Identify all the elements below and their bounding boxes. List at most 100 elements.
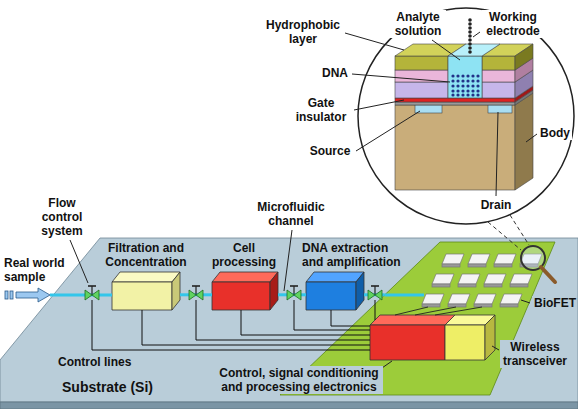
box-label-holder: DNA extraction and amplification	[302, 241, 410, 269]
electronics-box-face	[370, 315, 455, 325]
biofet-cross-section-part	[395, 102, 515, 105]
working-electrode-part	[468, 22, 472, 26]
biofet-cross-section-part	[448, 44, 500, 56]
biofet-cross-section-part	[515, 93, 533, 190]
valve-symbol-part	[192, 285, 200, 287]
transceiver-box-face	[485, 315, 495, 360]
filtration-box-face	[112, 282, 172, 310]
dna-strands-part	[456, 89, 459, 92]
inset-callout-part	[358, 8, 574, 224]
substrate-slab: Substrate (Si) Filtration and Concentrati…	[0, 238, 578, 409]
part-label-holder: Gate insulator	[290, 96, 352, 124]
part-label-holder: Body	[538, 126, 572, 140]
cell-processing-box-face	[270, 272, 278, 310]
biofet-cross-section-part	[395, 56, 448, 70]
filtration-box-outline	[112, 272, 180, 310]
dna-strands-part	[451, 74, 454, 77]
electronics-box-outline	[370, 315, 455, 360]
dna-strands-part	[476, 93, 479, 96]
dna-strands-part	[476, 74, 479, 77]
leader-line-part	[352, 74, 450, 82]
sensor-chip-part	[510, 284, 528, 287]
valve-symbol-part	[293, 286, 294, 295]
dna-strands-part	[461, 79, 464, 82]
leader-line-part	[473, 32, 480, 37]
part-label: Source	[306, 144, 354, 158]
board-channel-part	[385, 294, 424, 297]
leader-line-part	[432, 40, 460, 60]
cell-processing-box-face	[212, 272, 278, 282]
part-label-holder: Working electrode	[482, 10, 544, 38]
dna-strands-part	[461, 93, 464, 96]
part-label: Drain	[478, 198, 514, 212]
sensor-chip-part	[494, 264, 512, 267]
control-lines-part	[375, 300, 376, 320]
box-label-holder: Wireless transceiver	[500, 340, 570, 368]
sensor-chip-part	[500, 294, 522, 304]
box-label: Control, signal conditioning and process…	[215, 366, 383, 394]
sensor-chip-part	[442, 264, 460, 267]
dna-strands-part	[461, 89, 464, 92]
valve-symbol-part	[371, 285, 379, 287]
box-label: DNA extraction and amplification	[302, 241, 410, 269]
box-label-holder: BioFET	[532, 296, 576, 310]
leader-line-part	[496, 112, 498, 196]
dna-strands-part	[456, 84, 459, 87]
box-label: Wireless transceiver	[500, 340, 570, 368]
leader-line-part	[356, 111, 420, 151]
dna-amplification-box-face	[306, 272, 364, 282]
part-label: Hydrophobic layer	[262, 18, 344, 46]
part-label-holder: Source	[306, 144, 354, 158]
sensor-chip-part	[432, 284, 450, 287]
sensor-chip-part	[500, 304, 518, 307]
biofet-cross-section-part	[448, 56, 482, 98]
part-label-holder: Analyte solution	[390, 10, 446, 38]
part-label: Control lines	[58, 355, 148, 369]
working-electrode-part	[468, 38, 472, 42]
sample-inlet-part	[10, 291, 13, 299]
valve-symbol-part	[91, 286, 92, 295]
sensor-chip-part	[422, 304, 440, 307]
valve-symbol-part	[374, 286, 375, 295]
valve-symbol-part	[195, 286, 196, 295]
biofet-cross-section-part	[395, 70, 448, 82]
dna-strands-part	[471, 79, 474, 82]
dna-strands-part	[451, 79, 454, 82]
dna-amplification-box-face	[356, 272, 364, 310]
dna-strands-part	[466, 79, 469, 82]
working-electrode-part	[468, 42, 472, 46]
transceiver-box: Wireless transceiver	[445, 315, 495, 360]
biofet-cross-section-part	[515, 44, 533, 70]
part-label: Gate insulator	[290, 96, 352, 124]
electronics-box-face	[370, 325, 445, 360]
working-electrode-part	[468, 50, 472, 54]
filtration-box-face	[172, 272, 180, 310]
transceiver-box-outline	[445, 315, 495, 360]
sample-inlet-part	[50, 294, 112, 297]
sensor-chip-part	[468, 264, 486, 267]
part-label: Body	[538, 126, 572, 140]
substrate-slab-face	[0, 238, 578, 402]
sensor-chip-part	[442, 254, 464, 264]
biofet-cross-section-part	[395, 82, 448, 98]
cell-processing-box-face	[212, 282, 270, 310]
part-label: Analyte solution	[390, 10, 446, 38]
working-electrode-part	[468, 34, 472, 38]
sensor-chip-part	[474, 304, 492, 307]
part-label: Working electrode	[482, 10, 544, 38]
part-label-holder: DNA	[318, 66, 352, 80]
part-label-holder: Real world sample	[4, 256, 74, 284]
substrate-slab-face	[0, 402, 578, 409]
filtration-box: Filtration and Concentration	[112, 272, 180, 310]
sensor-chip-part	[510, 274, 532, 284]
box-label-holder: Substrate (Si)	[62, 379, 172, 396]
sensor-chip-part	[448, 304, 466, 307]
cell-processing-box-outline	[212, 272, 278, 310]
filtration-box-face	[112, 272, 180, 282]
sensor-chip-part	[468, 254, 490, 264]
dna-strands-part	[476, 89, 479, 92]
dna-amplification-box: DNA extraction and amplification	[306, 272, 364, 310]
box-label: Cell processing	[206, 241, 282, 269]
dna-strands-part	[466, 74, 469, 77]
